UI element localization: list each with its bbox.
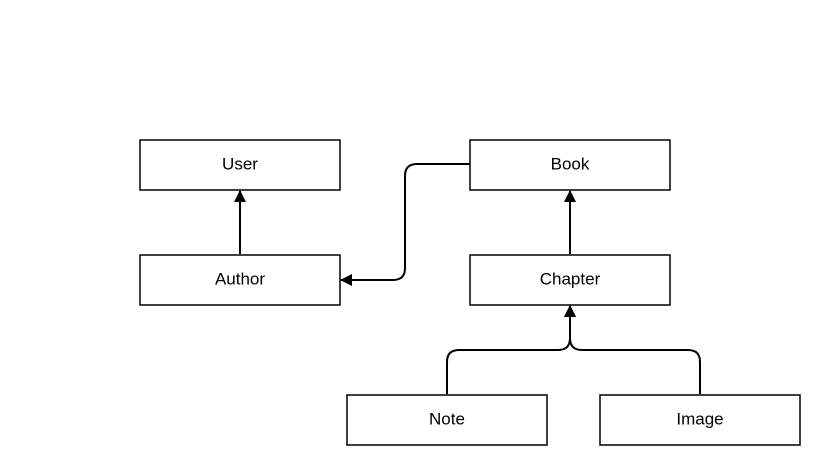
node-image-box [599, 394, 801, 446]
node-author-label: Author [215, 269, 265, 288]
node-book-label: Book [551, 154, 590, 173]
node-user[interactable]: User [139, 139, 341, 191]
node-note-label: Note [429, 409, 465, 428]
node-note-box [346, 394, 548, 446]
node-author[interactable]: Author [139, 254, 341, 306]
edge-book-to-author [340, 163, 470, 286]
node-image-label: Image [676, 409, 723, 428]
node-chapter[interactable]: Chapter [469, 254, 671, 306]
node-book[interactable]: Book [469, 139, 671, 191]
edge-image-to-chapter [564, 305, 701, 394]
node-note[interactable]: Note [346, 394, 548, 446]
node-user-box [139, 139, 341, 191]
node-image[interactable]: Image [599, 394, 801, 446]
node-book-box [469, 139, 671, 191]
node-chapter-box [469, 254, 671, 306]
edges-layer [234, 163, 701, 394]
node-user-label: User [222, 154, 258, 173]
node-chapter-label: Chapter [540, 269, 601, 288]
node-author-box [139, 254, 341, 306]
edge-note-to-chapter [446, 305, 576, 394]
